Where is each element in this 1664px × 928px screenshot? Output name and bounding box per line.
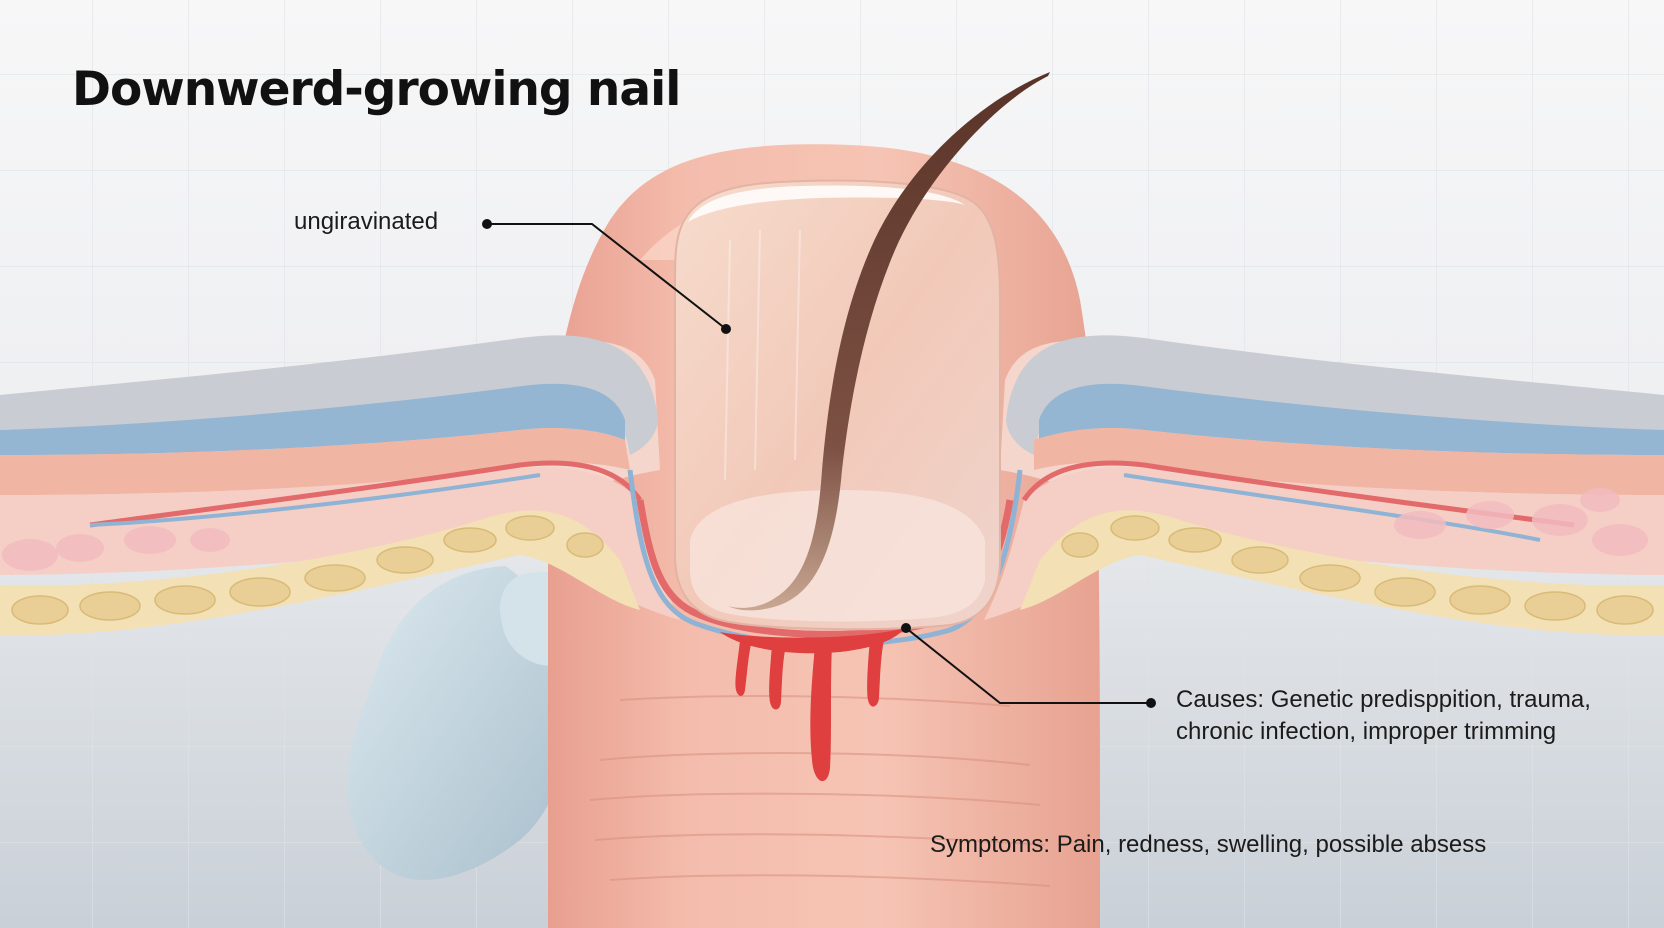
skin-layers-left <box>0 335 680 620</box>
label-causes: Causes: Genetic predisppition, trauma, c… <box>1176 686 1591 745</box>
finger-creases <box>589 695 1051 887</box>
fat-layer-right <box>1020 488 1664 636</box>
leader-dot-causes-end <box>1146 698 1156 708</box>
fat-layer-left <box>0 510 640 636</box>
leader-dot-nail-start <box>482 219 492 229</box>
leader-line-nail <box>487 223 727 330</box>
blood-drips <box>720 628 905 782</box>
nail-streaks <box>724 229 801 481</box>
nail-lunula <box>690 490 985 622</box>
nail-free-edge <box>688 185 965 222</box>
leader-dot-causes-start <box>901 623 911 633</box>
leader-line-causes <box>905 627 1151 704</box>
label-symptoms: Symptoms: Pain, redness, swelling, possi… <box>930 831 1487 858</box>
leader-dot-nail-end <box>721 324 731 334</box>
diagram-title: Downwerd-growing nail <box>72 62 681 117</box>
label-nail-plate: ungiravinated <box>294 208 439 235</box>
